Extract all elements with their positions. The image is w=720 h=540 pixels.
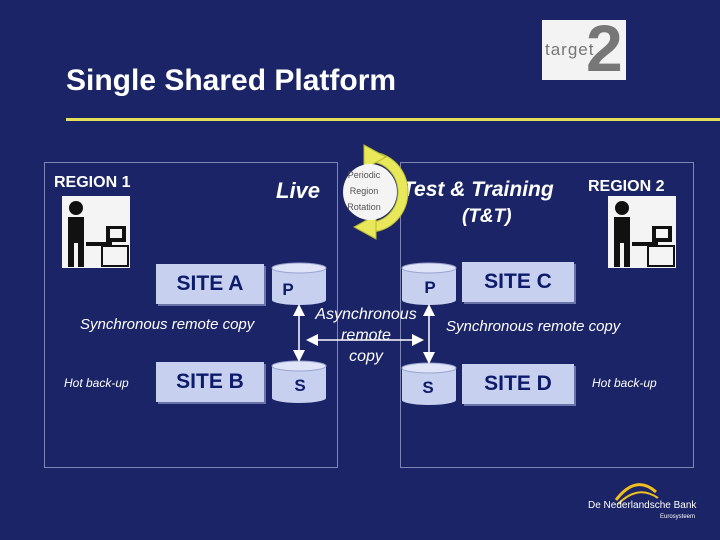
logo-digit: 2: [586, 20, 623, 80]
database-icon: [401, 262, 457, 305]
site-b-box: SITE B: [156, 362, 264, 402]
hot-backup-label-region-2: Hot back-up: [592, 376, 657, 390]
hot-backup-label-region-1: Hot back-up: [64, 376, 129, 390]
bank-subtitle: Eurosysteem: [660, 514, 696, 520]
site-c-box: SITE C: [462, 262, 574, 302]
rotation-line-2: Region: [349, 186, 379, 196]
operator-icon: [62, 196, 130, 268]
logo-word: target: [545, 40, 595, 59]
async-copy-line-3: copy: [349, 348, 383, 365]
test-training-abbrev: (T&T): [462, 206, 512, 227]
db-primary-label: P: [282, 280, 294, 299]
page-title: Single Shared Platform: [66, 64, 397, 97]
bank-name: De Nederlandsche Bank: [588, 500, 697, 511]
sync-copy-label-region-2: Synchronous remote copy: [446, 318, 621, 335]
region-1-box: [44, 162, 338, 468]
dnb-logo-icon: [614, 483, 659, 505]
async-copy-line-2: remote: [341, 327, 391, 344]
site-d-box: SITE D: [462, 364, 574, 404]
sync-copy-label-region-1: Synchronous remote copy: [80, 316, 255, 333]
test-training-label: Test & Training: [402, 178, 554, 201]
region-2-label: REGION 2: [588, 178, 665, 195]
async-copy-line-1: Asynchronous: [315, 306, 417, 323]
db-primary-label: P: [424, 278, 436, 297]
db-secondary-label: S: [294, 376, 306, 395]
database-icon: [271, 262, 327, 305]
target2-logo: target 2: [542, 20, 626, 80]
site-a-box: SITE A: [156, 264, 264, 304]
rotation-line-3: Rotation: [347, 202, 381, 212]
rotation-line-1: Periodic: [347, 170, 381, 180]
title-underline: [66, 118, 720, 121]
database-icon: [271, 360, 327, 403]
region-1-label: REGION 1: [54, 174, 131, 191]
region-2-box: [400, 162, 694, 468]
operator-icon: [608, 196, 676, 268]
live-label: Live: [276, 178, 321, 203]
db-secondary-label: S: [422, 378, 434, 397]
rotation-arrow-icon: [343, 144, 409, 240]
database-icon: [401, 362, 457, 405]
